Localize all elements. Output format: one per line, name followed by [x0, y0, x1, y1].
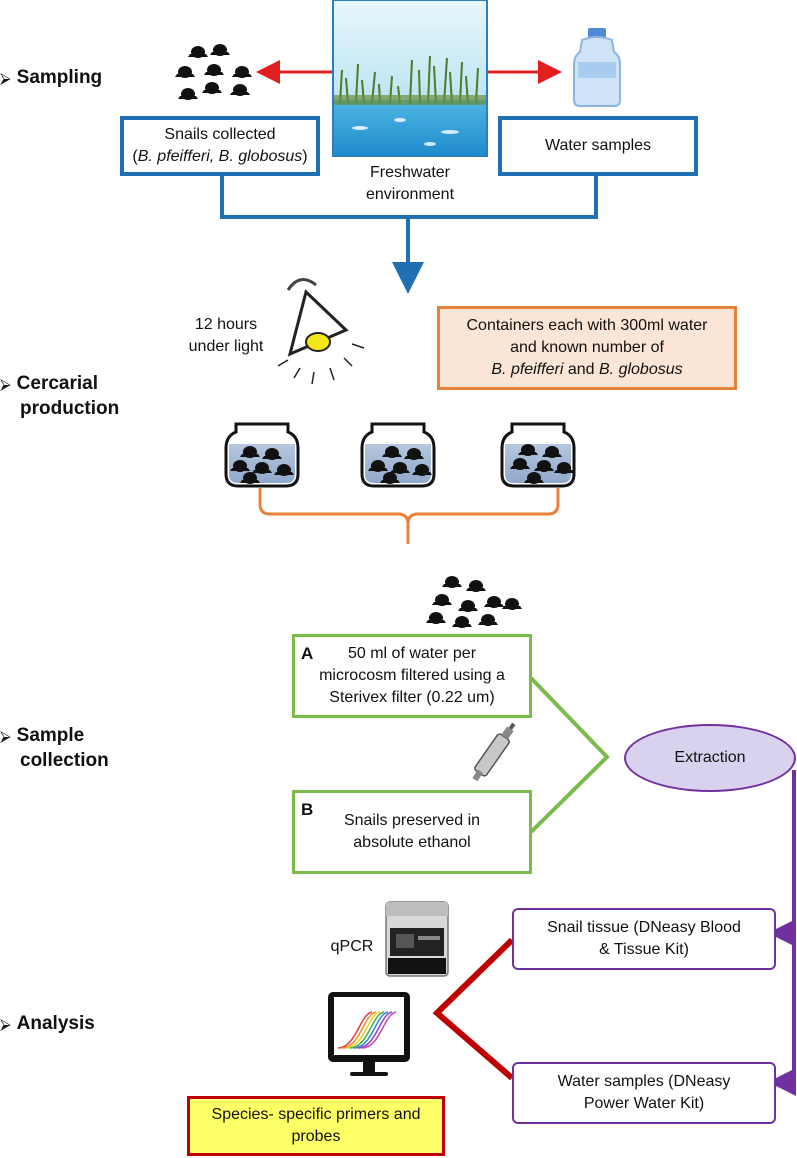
analysis-connector [432, 937, 515, 1081]
qpcr-label: qPCR [330, 938, 374, 955]
freshwater-environment-label: Freshwater environment [365, 164, 455, 203]
stage-sample-collection: ⮚Sample collection [0, 725, 109, 771]
water-samples-box: Water samples [498, 116, 698, 176]
stage-cercarial-production: ⮚Cercarial production [0, 373, 120, 419]
freshwater-lake-image [332, 0, 488, 157]
arrowhead-bullet-icon: ⮚ [0, 70, 11, 87]
purple-connector [768, 770, 796, 1096]
snail-tissue-box: Snail tissue (DNeasy Blood & Tissue Kit) [512, 908, 776, 970]
containers-box: Containers each with 300ml water and kno… [437, 306, 737, 390]
box-b-snails-preserved: B Snails preserved in absolute ethanol [292, 790, 532, 874]
sterivex-filter-icon [472, 722, 516, 782]
qpcr-machine-icon [385, 901, 449, 977]
extraction-ellipse: Extraction [624, 724, 796, 792]
water-bottle-icon [573, 28, 621, 107]
light-duration-label: 12 hours under light [188, 316, 264, 355]
box-a-water-filtration: A 50 ml of water per microcosm filtered … [292, 634, 532, 718]
lamp-icon [277, 278, 365, 385]
water-samples-kit-box: Water samples (DNeasy Power Water Kit) [512, 1062, 776, 1124]
primers-probes-box: Species- specific primers and probes [187, 1096, 445, 1156]
green-connector [529, 676, 610, 834]
stage-sampling: ⮚Sampling [0, 67, 103, 88]
snail-icon [426, 576, 522, 628]
monitor-icon [328, 992, 410, 1076]
arrowhead-bullet-icon: ⮚ [0, 376, 11, 393]
snail-icon [175, 44, 252, 100]
jar-icon [224, 422, 576, 488]
sampling-bracket [220, 175, 598, 294]
stage-analysis: ⮚Analysis [0, 1013, 95, 1034]
jars-bracket [258, 488, 560, 544]
arrowhead-bullet-icon: ⮚ [0, 728, 11, 745]
snails-collected-box: Snails collected (B. pfeifferi, B. globo… [120, 116, 320, 176]
arrowhead-bullet-icon: ⮚ [0, 1016, 11, 1033]
